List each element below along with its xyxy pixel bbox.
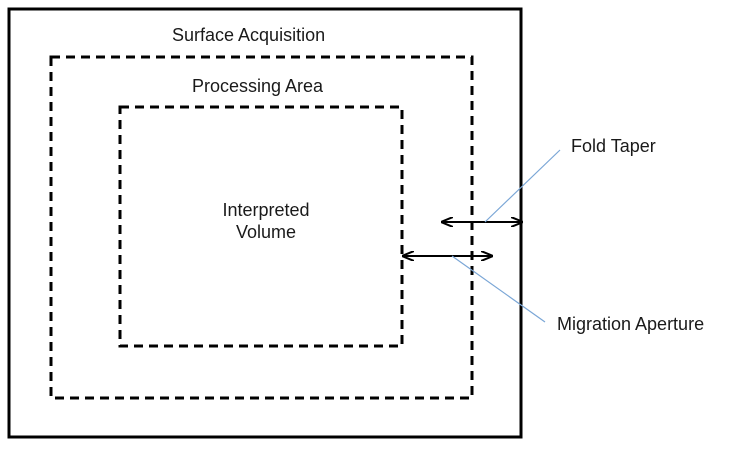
processing-area-boundary bbox=[49, 55, 474, 400]
interpreted-volume-label: Interpreted Volume bbox=[196, 200, 336, 243]
surface-acquisition-label: Surface Acquisition bbox=[172, 25, 326, 45]
interpreted-volume-label-line2: Volume bbox=[235, 221, 297, 242]
migration-aperture-label: Migration Aperture bbox=[557, 314, 705, 334]
processing-area-label: Processing Area bbox=[192, 76, 324, 96]
interpreted-volume-boundary bbox=[118, 105, 404, 348]
interpreted-volume-label-line1: Interpreted bbox=[222, 200, 310, 220]
migration-aperture-callout-line bbox=[451, 255, 546, 323]
fold-taper-callout-line bbox=[484, 149, 561, 223]
fold-taper-label: Fold Taper bbox=[571, 136, 656, 156]
